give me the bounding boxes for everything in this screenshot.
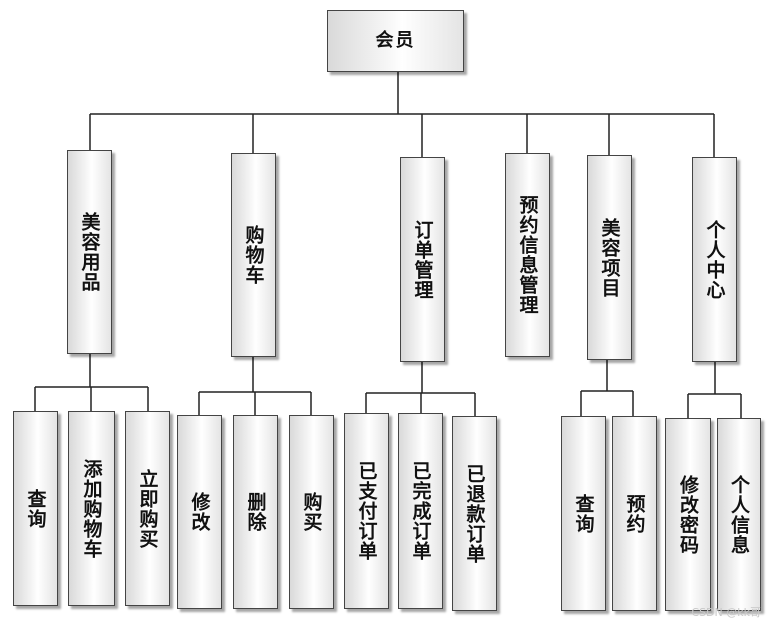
function-node: 删除: [233, 415, 278, 609]
function-label: 删除: [244, 492, 267, 532]
function-label: 立即购买: [136, 468, 159, 549]
function-label: 已退款订单: [463, 463, 486, 564]
function-node: 立即购买: [125, 411, 170, 606]
module-node: 预约信息管理: [505, 153, 550, 357]
function-label: 已支付订单: [355, 461, 378, 561]
function-node: 查询: [561, 416, 606, 611]
function-node: 修改: [177, 415, 222, 609]
function-node: 查询: [13, 411, 58, 606]
module-label: 预约信息管理: [516, 195, 539, 315]
root-node: 会员: [327, 10, 464, 72]
function-label: 修改: [188, 492, 211, 532]
function-label: 已完成订单: [409, 461, 432, 561]
watermark: CSDN @kk哥: [691, 606, 761, 619]
function-node: 购买: [289, 415, 334, 609]
module-node: 美容项目: [587, 155, 632, 360]
function-node: 预约: [612, 416, 657, 611]
function-label: 添加购物车: [80, 458, 103, 559]
function-node: 已退款订单: [452, 416, 497, 611]
root-label: 会员: [375, 30, 416, 51]
module-node: 个人中心: [692, 157, 737, 362]
module-node: 购物车: [231, 153, 276, 357]
function-label: 修改密码: [677, 474, 699, 555]
module-label: 个人中心: [703, 219, 726, 300]
module-label: 美容用品: [78, 212, 101, 292]
function-label: 购买: [300, 492, 323, 532]
function-label: 个人信息: [728, 474, 750, 555]
function-label: 预约: [623, 493, 646, 534]
function-node: 添加购物车: [68, 411, 115, 606]
module-node: 美容用品: [67, 150, 112, 354]
function-label: 查询: [24, 488, 47, 529]
module-node: 订单管理: [400, 157, 445, 362]
function-node: 个人信息: [717, 418, 761, 611]
function-node: 修改密码: [665, 418, 711, 611]
function-node: 已支付订单: [344, 413, 389, 609]
module-label: 订单管理: [411, 219, 434, 300]
function-node: 已完成订单: [398, 413, 443, 609]
module-label: 美容项目: [598, 217, 621, 298]
module-label: 购物车: [242, 225, 265, 285]
function-label: 查询: [572, 493, 595, 534]
